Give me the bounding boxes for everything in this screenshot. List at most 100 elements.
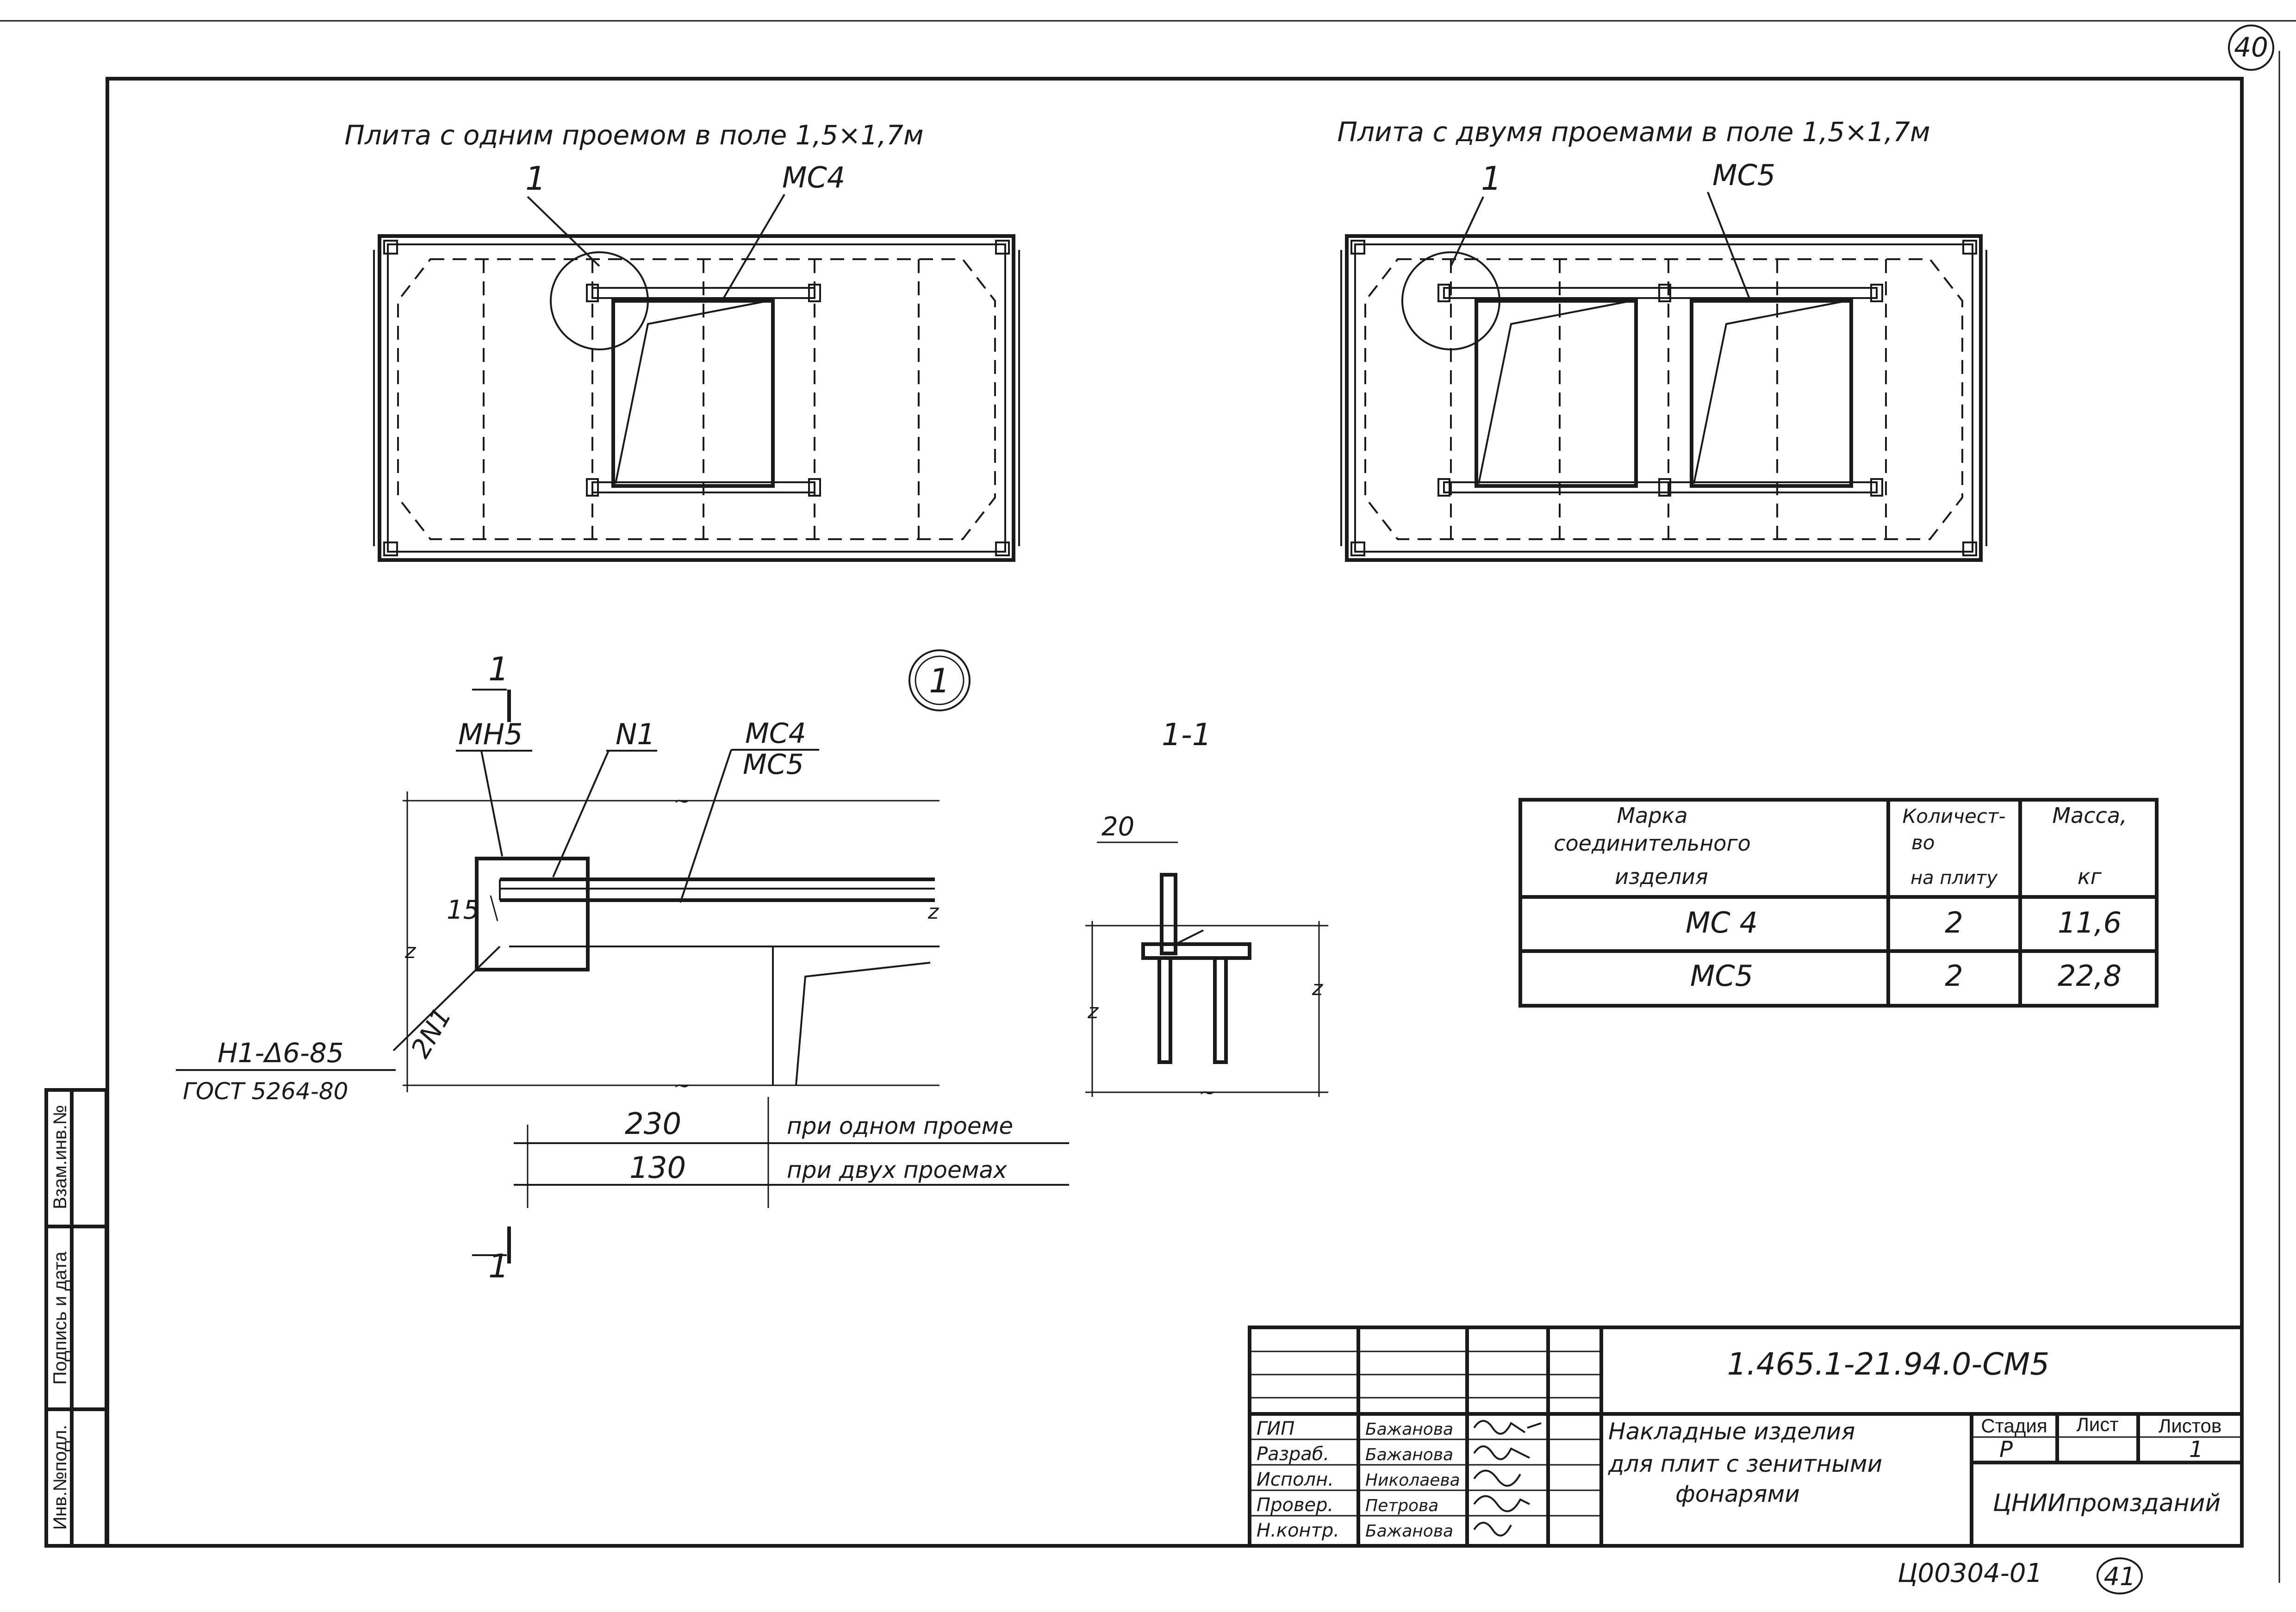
detail-number: 1 [929,661,950,700]
embedded-plate [1437,478,1450,497]
tb-role: Провер. [1257,1494,1333,1516]
tb-name: Петрова [1365,1496,1438,1515]
signature-mark [1473,1469,1521,1487]
corner-plate [1350,240,1365,255]
note-one-opening: при одном проеме [787,1113,1013,1139]
plan-one-slab: Плита с одним проемом в поле 1,5×1,7м 1 … [344,119,1020,562]
section-title: 1-1 [1162,717,1212,753]
plan-two-slab: Плита с двумя проемами в поле 1,5×1,7м 1… [1337,116,1987,562]
lantern-leaf [1478,300,1632,484]
section-weld [1175,929,1204,945]
plan-one-callout-1: 1 [525,160,546,198]
tb-name: Бажанова [1365,1420,1453,1439]
dim-20: 20 [1101,812,1134,842]
tb-stage-label: Стадия [1981,1415,2047,1437]
section-plate [1141,942,1251,960]
corner-plate [383,240,398,255]
note-two-openings: при двух проемах [787,1157,1007,1183]
plan-one-title: Плита с одним проемом в поле 1,5×1,7м [344,119,923,151]
detail-number-inner-circle [915,655,964,705]
tb-stage-value: Р [1999,1437,2013,1463]
weld-spec: Н1-Δ6-85 [218,1037,344,1069]
rib-outline-dashed [1364,258,1963,540]
break-mark: ~ [1199,1081,1216,1104]
tb-code: 1.465.1-21.94.0-СМ5 [1727,1346,2049,1382]
section-mark-bottom: 1 [488,1247,509,1285]
side-stamp-vzam: Взам.инв.№ [50,1105,70,1209]
dim-230: 230 [625,1107,681,1141]
title-block: ГИП Бажанова Разраб. Бажанова Исполн. Ни… [1248,1326,2244,1548]
tb-role: Исполн. [1257,1469,1334,1490]
leader-line [1450,196,1484,267]
opening [1475,299,1638,488]
tb-sheet-label: Лист [2076,1413,2118,1435]
leader-line [679,749,732,903]
signature-mark [1473,1495,1530,1512]
corner-plate [1962,541,1977,556]
table-cell-qty: 2 [1945,959,1963,993]
rib-outline-dashed [397,258,996,540]
lantern-leaf [1693,300,1847,484]
tb-sheets-value: 1 [2189,1437,2203,1463]
dim-15: 15 [447,895,479,925]
embedded-plate [1870,284,1883,302]
embedded-plate [1870,478,1883,497]
embedded-plate [586,478,599,497]
embedded-plate [1658,284,1671,302]
side-stamp-podpis: Подпись и дата [50,1251,70,1384]
tb-role: Н.контр. [1257,1520,1339,1541]
tb-title-line2: для плит с зенитными [1608,1450,1882,1477]
tb-sheets-label: Листов [2159,1415,2221,1437]
corner-plate [1962,240,1977,255]
plan-two-callout-1: 1 [1481,160,1502,198]
label-n1: N1 [616,717,655,751]
signature-mark [1473,1445,1530,1460]
table-header-mark-line1: Марка [1617,803,1687,828]
table-header-mass-line1: Масса, [2052,803,2127,828]
embedded-plate [1437,284,1450,302]
opening [611,299,775,488]
parts-table: Марка соединительного изделия Количест- … [1518,798,2159,1008]
bottom-number-circle [2097,1557,2143,1594]
break-mark: z [927,900,939,924]
table-cell-mark: МС5 [1690,959,1753,993]
table-header-qty-line3: на плиту [1910,867,1998,889]
table-cell-mark: МС 4 [1686,906,1758,940]
table-cell-mass: 22,8 [2058,959,2122,993]
table-border [1518,798,2159,1008]
tb-name: Николаева [1365,1471,1460,1490]
table-header-qty-line1: Количест- [1902,805,2005,828]
plan-two-callout-part: МС5 [1712,158,1775,192]
slab-outline [1345,234,1983,562]
detail-circle [550,251,649,350]
section-leg [1157,956,1172,1064]
opening [1690,299,1853,488]
table-cell-mass: 11,6 [2058,906,2122,940]
tb-name: Бажанова [1365,1445,1453,1464]
page-number-circle [2228,25,2274,71]
lantern-leaf [615,300,769,484]
leader-line [721,193,785,302]
weld-gost: ГОСТ 5264-80 [183,1078,348,1105]
signature-mark [1473,1522,1512,1537]
section-vertical-bar [1160,873,1177,955]
page-number: 40 [2234,31,2268,63]
slab-edge-rib [387,243,1006,553]
leader-line [527,196,600,267]
break-mark: z [1087,1000,1099,1023]
plan-two-title: Плита с двумя проемами в поле 1,5×1,7м [1337,116,1930,148]
tb-organization: ЦНИИпромзданий [1993,1489,2221,1517]
signature-mark [1473,1420,1542,1435]
table-cell-qty: 2 [1945,906,1963,940]
mc5-bar-bottom [1443,481,1878,493]
mc4-bar-top [591,287,815,299]
embedded-plate [586,284,599,302]
detail-circle [1401,251,1500,350]
weld-leader [392,946,501,1052]
tb-title-line1: Накладные изделия [1608,1418,1855,1445]
section-mark-top: 1 [488,650,509,688]
label-mc4: МС4 [745,717,806,750]
section-leg [1213,956,1228,1064]
slab-outline [378,234,1015,562]
corner-plate [995,240,1010,255]
